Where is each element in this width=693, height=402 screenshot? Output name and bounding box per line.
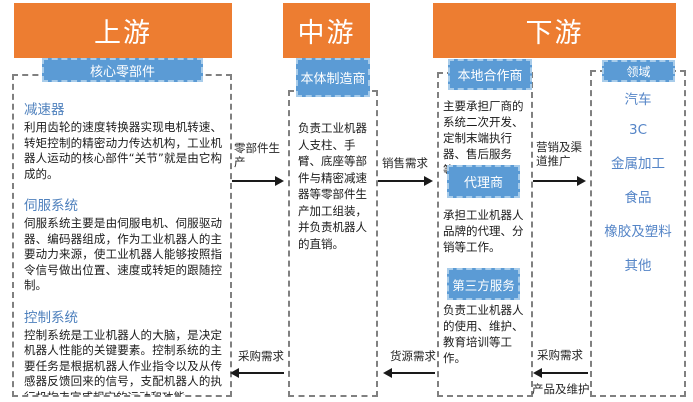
body-manufacturer-tag: 本体制造商: [296, 58, 370, 97]
purchase-demand-right-arrow: [533, 368, 588, 378]
domain-item-3c: 3C: [628, 122, 647, 138]
local-partner-body: 主要承担厂商的系统二次开发、定制末端执行器、售后服务等。: [443, 99, 524, 177]
servo-title: 伺服系统: [24, 198, 78, 214]
sales-demand-arrow: [378, 176, 433, 186]
marketing-channel-label: 营销及渠道推广: [536, 140, 582, 168]
sales-demand-label: 销售需求: [382, 156, 428, 170]
domain-item-rubber-plastic: 橡胶及塑料: [604, 224, 672, 240]
parts-production-label: 零部件生产: [234, 141, 280, 169]
purchase-demand-left-arrow: [230, 368, 284, 378]
reducer-section: 减速器 利用齿轮的速度转换器实现电机转速、转矩控制的精密动力传达机构，工业机器人…: [24, 98, 222, 182]
domain-item-other: 其他: [624, 258, 652, 274]
midstream-body: 负责工业机器人支柱、手臂、底座等部件与精密减速器等零部件生产加工组装，并负责机器…: [298, 121, 367, 251]
control-section: 控制系统 控制系统是工业机器人的大脑，是决定机器人性能的关键要素。控制系统的主要…: [24, 306, 222, 397]
agent-body: 承担工业机器人品牌的代理、分销等工作。: [443, 208, 524, 254]
application-domain-tag: 领域: [602, 60, 675, 82]
supply-demand-label: 货源需求: [390, 349, 436, 363]
marketing-channel-arrow: [533, 176, 586, 186]
core-components-tag: 核心零部件: [42, 58, 203, 82]
upstream-panel: 减速器 利用齿轮的速度转换器实现电机转速、转矩控制的精密动力传达机构，工业机器人…: [12, 74, 232, 397]
parts-production-arrow: [232, 176, 284, 186]
purchase-demand-left-label: 采购需求: [238, 349, 284, 363]
upstream-header: 上游: [14, 3, 232, 58]
domain-item-automotive: 汽车: [624, 92, 652, 108]
product-maintenance-label: 产品及维护: [532, 382, 590, 396]
reducer-title: 减速器: [24, 102, 65, 118]
midstream-panel: 负责工业机器人支柱、手臂、底座等部件与精密减速器等零部件生产加工组装，并负责机器…: [288, 90, 378, 397]
servo-section: 伺服系统 伺服系统主要是由伺服电机、伺服驱动器、编码器组成，作为工业机器人的主要…: [24, 194, 222, 294]
midstream-header: 中游: [283, 3, 370, 58]
third-party-service-tag: 第三方服务: [447, 268, 520, 300]
third-party-body: 负责工业机器人的使用、维护、教育培训等工作。: [443, 303, 524, 365]
servo-body: 伺服系统主要是由伺服电机、伺服驱动器、编码器组成，作为工业机器人的主要动力来源，…: [24, 216, 222, 292]
control-body: 控制系统是工业机器人的大脑，是决定机器人性能的关键要素。控制系统的主要任务是根据…: [24, 327, 222, 397]
purchase-demand-right-label: 采购需求: [537, 348, 583, 362]
supply-demand-arrow: [383, 368, 435, 378]
downstream-header: 下游: [433, 3, 676, 58]
domain-list: 汽车 3C 金属加工 食品 橡胶及塑料 其他: [590, 88, 686, 274]
agent-tag: 代理商: [447, 165, 520, 198]
control-title: 控制系统: [24, 309, 78, 326]
local-partner-tag: 本地合作商: [448, 59, 532, 90]
reducer-body: 利用齿轮的速度转换器实现电机转速、转矩控制的精密动力传达机构，工业机器人运动的核…: [24, 120, 222, 181]
domain-item-food: 食品: [624, 190, 652, 206]
domain-item-metal: 金属加工: [611, 156, 665, 172]
